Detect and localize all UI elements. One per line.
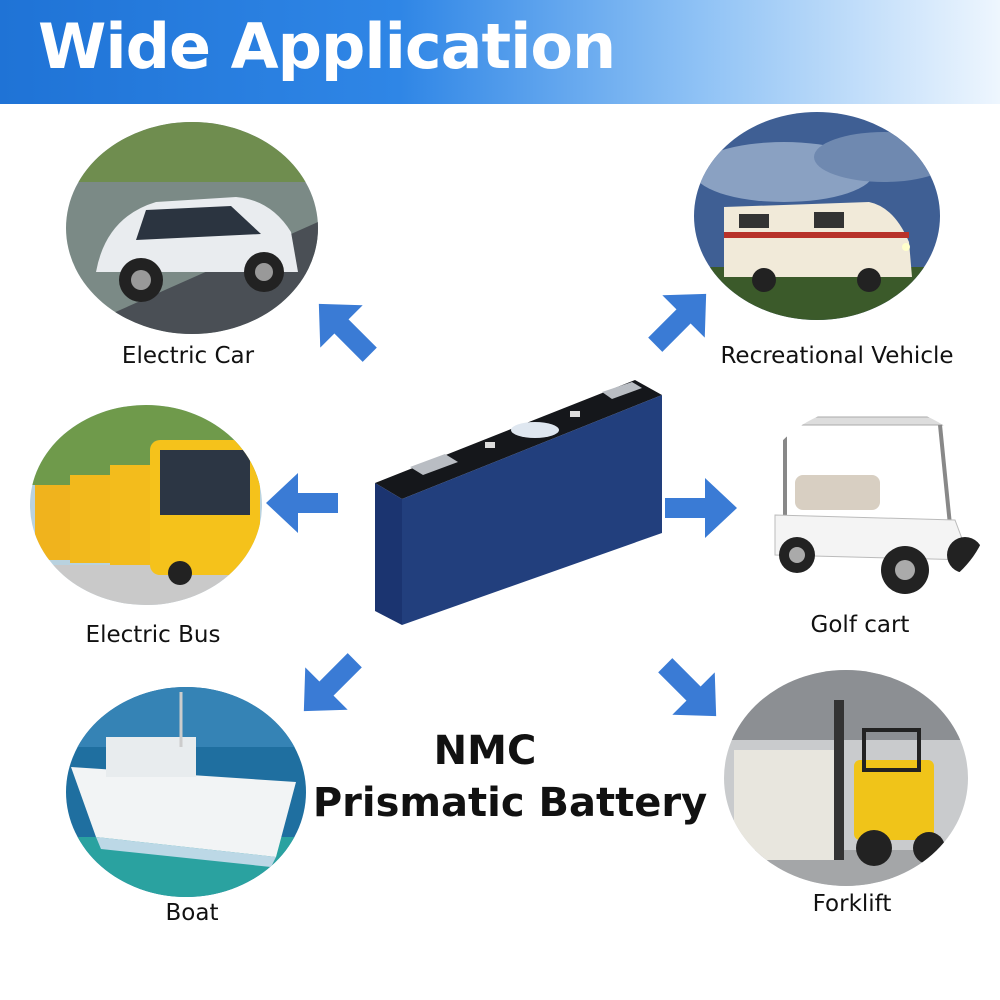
arrow-icon-to-golf-cart <box>655 463 745 553</box>
recreational-vehicle-image <box>694 112 940 320</box>
label-forklift: Forklift <box>812 891 892 917</box>
arrow-icon-to-boat <box>266 621 393 748</box>
arrow-icon-to-recreational-vehicle <box>616 256 743 383</box>
label-golf-cart: Golf cart <box>810 612 910 638</box>
electric-bus-image <box>30 405 262 605</box>
header-banner: Wide Application <box>0 0 1000 104</box>
product-title-line1: NMC <box>433 728 537 774</box>
battery-cell-icon <box>370 375 670 635</box>
electric-car-image <box>66 122 318 334</box>
boat-image <box>66 687 306 897</box>
product-title-line2: Prismatic Battery <box>312 780 708 826</box>
arrow-icon-to-forklift <box>626 626 753 753</box>
page-title: Wide Application <box>38 10 616 83</box>
label-electric-car: Electric Car <box>121 343 255 369</box>
arrow-icon-to-electric-bus <box>258 458 348 548</box>
golf-cart-image <box>755 405 990 605</box>
label-recreational-vehicle: Recreational Vehicle <box>720 343 954 369</box>
label-boat: Boat <box>165 900 219 926</box>
forklift-image <box>724 670 968 886</box>
label-electric-bus: Electric Bus <box>85 622 221 648</box>
arrow-icon-to-electric-car <box>281 266 408 393</box>
